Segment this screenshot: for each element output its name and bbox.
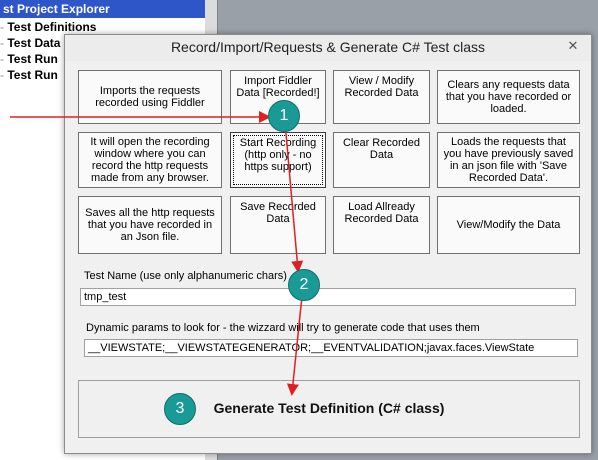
clear-recorded-data-button[interactable]: Clear Recorded Data	[333, 132, 430, 188]
imports-info-button[interactable]: Imports the requests recorded using Fidd…	[78, 70, 222, 124]
tree-connector: -	[0, 52, 8, 66]
clears-info-button[interactable]: Clears any requests data that you have r…	[437, 70, 580, 124]
tree-item-test-definitions[interactable]: - Test Definitions	[0, 19, 96, 35]
tree-item-label: Test Run	[7, 52, 58, 66]
tree-connector: -	[0, 68, 8, 82]
step-badge-1: 1	[268, 100, 300, 132]
arrow-to-generate	[286, 295, 303, 396]
step-badge-3: 3	[164, 393, 196, 425]
close-icon[interactable]: ✕	[567, 38, 579, 53]
save-recorded-data-button[interactable]: Save Recorded Data	[230, 196, 326, 254]
tree-item-test-run-2[interactable]: - Test Run	[0, 67, 58, 83]
view-modify-recorded-button[interactable]: View / Modify Recorded Data	[333, 70, 430, 124]
test-name-label: Test Name (use only alphanumeric chars)	[84, 270, 287, 282]
step-badge-2: 2	[288, 269, 320, 301]
tree-item-test-run[interactable]: - Test Run	[0, 51, 58, 67]
arrow-to-test-name	[284, 121, 304, 273]
dialog-title: Record/Import/Requests & Generate C# Tes…	[170, 39, 486, 55]
load-already-recorded-button[interactable]: Load Allready Recorded Data	[333, 196, 430, 254]
recording-info-button[interactable]: It will open the recording window where …	[78, 132, 222, 188]
start-recording-button[interactable]: Start Recording (http only - no https su…	[230, 132, 326, 188]
tree-item-label: Test Run	[7, 68, 58, 82]
view-modify-data-button[interactable]: View/Modify the Data	[437, 196, 580, 254]
tree-item-label: Test Data	[7, 36, 61, 50]
dynamic-params-label: Dynamic params to look for - the wizzard…	[86, 322, 480, 334]
tree-item-label: Test Definitions	[7, 20, 97, 34]
tree-item-test-data[interactable]: - Test Data	[0, 35, 60, 51]
generate-button-label: Generate Test Definition (C# class)	[213, 400, 445, 416]
dynamic-params-input[interactable]: __VIEWSTATE;__VIEWSTATEGENERATOR;__EVENT…	[84, 339, 578, 357]
tree-connector: -	[0, 36, 8, 50]
loads-info-button[interactable]: Loads the requests that you have previou…	[437, 132, 580, 188]
generate-test-definition-button[interactable]: Generate Test Definition (C# class)	[78, 380, 580, 438]
project-explorer-title: st Project Explorer	[0, 0, 205, 18]
tree-connector: -	[0, 20, 8, 34]
test-name-input[interactable]: tmp_test	[80, 288, 576, 306]
dialog-titlebar[interactable]: Record/Import/Requests & Generate C# Tes…	[65, 35, 591, 61]
saves-info-button[interactable]: Saves all the http requests that you hav…	[78, 196, 222, 254]
